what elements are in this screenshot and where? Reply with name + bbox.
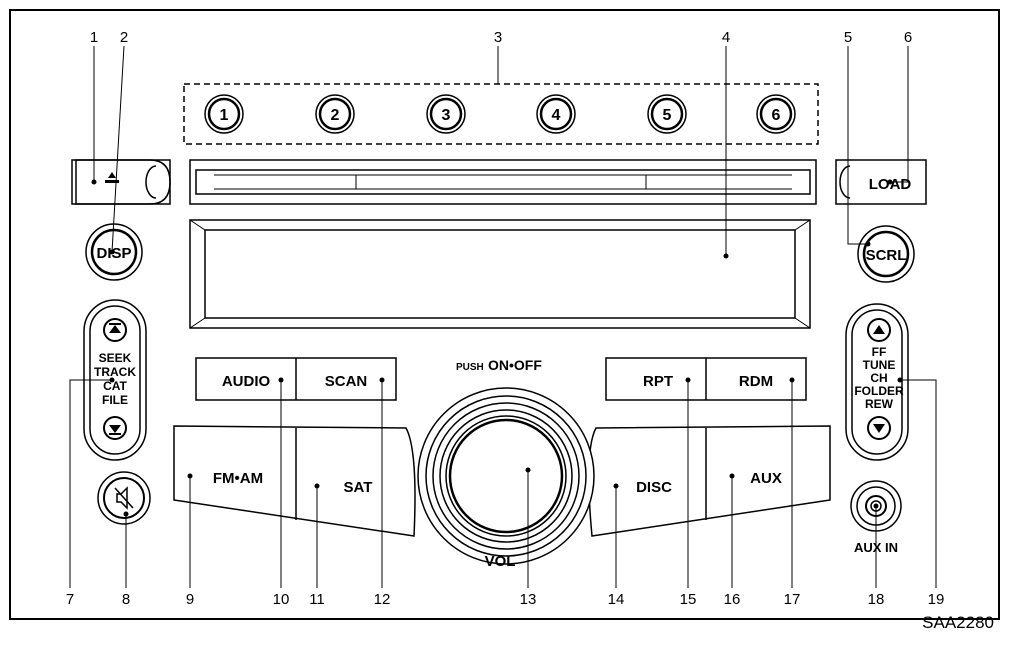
svg-text:2: 2: [331, 107, 340, 124]
svg-text:5: 5: [663, 107, 672, 124]
svg-text:SCRL: SCRL: [866, 247, 907, 264]
callout-12: 12: [374, 591, 391, 608]
svg-text:4: 4: [552, 107, 561, 124]
on-off-label: ON•OFF: [488, 357, 542, 373]
callout-14: 14: [608, 591, 625, 608]
svg-text:RPT: RPT: [643, 373, 673, 390]
callout-10: 10: [273, 591, 290, 608]
callout-5: 5: [844, 29, 852, 46]
left-source-panel: [173, 425, 416, 537]
push-label: PUSH: [456, 362, 484, 373]
svg-text:LOAD: LOAD: [869, 176, 912, 193]
svg-text:RDM: RDM: [739, 373, 773, 390]
svg-text:TRACK: TRACK: [94, 365, 136, 379]
svg-text:TUNE: TUNE: [863, 358, 896, 372]
tune-ch-rocker[interactable]: FF TUNE CH FOLDER REW: [845, 303, 909, 461]
callout-13: 13: [520, 591, 537, 608]
callout-8: 8: [122, 591, 130, 608]
rpt-button[interactable]: RPT: [643, 373, 673, 390]
tune-down-icon: [867, 416, 891, 440]
svg-text:SAT: SAT: [344, 479, 373, 496]
svg-text:SEEK: SEEK: [99, 351, 132, 365]
eject-icon: [108, 172, 116, 178]
callout-2: 2: [120, 29, 128, 46]
figure-code: SAA2280: [922, 613, 994, 632]
callout-4: 4: [722, 29, 730, 46]
load-button[interactable]: LOAD: [835, 159, 927, 205]
svg-text:CAT: CAT: [103, 379, 127, 393]
preset-button-2[interactable]: 2: [315, 94, 355, 134]
fm-am-button[interactable]: FM•AM: [213, 470, 263, 487]
preset-button-1[interactable]: 1: [204, 94, 244, 134]
volume-knob[interactable]: [417, 387, 595, 565]
preset-button-3[interactable]: 3: [426, 94, 466, 134]
callout-6: 6: [904, 29, 912, 46]
figure-frame: [9, 9, 1000, 620]
callout-19: 19: [928, 591, 945, 608]
svg-text:DISC: DISC: [636, 479, 672, 496]
callout-9: 9: [186, 591, 194, 608]
svg-text:FOLDER: FOLDER: [854, 384, 904, 398]
disc-button[interactable]: DISC: [636, 479, 672, 496]
callout-1: 1: [90, 29, 98, 46]
svg-text:AUDIO: AUDIO: [222, 373, 271, 390]
svg-text:6: 6: [772, 107, 781, 124]
display-window: [189, 219, 811, 329]
scrl-button[interactable]: SCRL: [857, 225, 915, 283]
preset-button-5[interactable]: 5: [647, 94, 687, 134]
rpt-rdm-bar: [605, 357, 807, 401]
svg-text:1: 1: [220, 107, 229, 124]
callout-18: 18: [868, 591, 885, 608]
leader-lines: [69, 45, 937, 588]
audio-button[interactable]: AUDIO: [222, 373, 271, 390]
sat-button[interactable]: SAT: [344, 479, 373, 496]
svg-text:CH: CH: [870, 371, 887, 385]
preset-group-box: [183, 83, 819, 145]
scan-button[interactable]: SCAN: [325, 373, 368, 390]
svg-text:REW: REW: [865, 397, 894, 411]
mute-icon: [114, 486, 134, 510]
eject-button[interactable]: [71, 159, 171, 205]
audio-scan-bar: [195, 357, 397, 401]
svg-text:3: 3: [442, 107, 451, 124]
callout-17: 17: [784, 591, 801, 608]
vol-label: VOL: [485, 553, 516, 570]
callout-11: 11: [309, 591, 325, 608]
callout-15: 15: [680, 591, 697, 608]
mute-button[interactable]: [97, 471, 151, 525]
aux-button[interactable]: AUX: [750, 470, 782, 487]
svg-text:FF: FF: [872, 345, 887, 359]
preset-button-4[interactable]: 4: [536, 94, 576, 134]
svg-text:FILE: FILE: [102, 393, 128, 407]
svg-text:AUX: AUX: [750, 470, 782, 487]
disc-slot: [189, 159, 817, 205]
rdm-button[interactable]: RDM: [739, 373, 773, 390]
callout-7: 7: [66, 591, 74, 608]
callout-16: 16: [724, 591, 741, 608]
svg-text:FM•AM: FM•AM: [213, 470, 263, 487]
seek-track-rocker[interactable]: SEEK TRACK CAT FILE: [83, 299, 147, 461]
tune-up-icon: [867, 318, 891, 342]
leader-dots: [91, 179, 903, 517]
right-source-panel: [588, 425, 831, 537]
seek-down-icon: [103, 416, 127, 440]
seek-up-icon: [103, 318, 127, 342]
svg-text:SCAN: SCAN: [325, 373, 368, 390]
callout-3: 3: [494, 29, 502, 46]
preset-button-6[interactable]: 6: [756, 94, 796, 134]
